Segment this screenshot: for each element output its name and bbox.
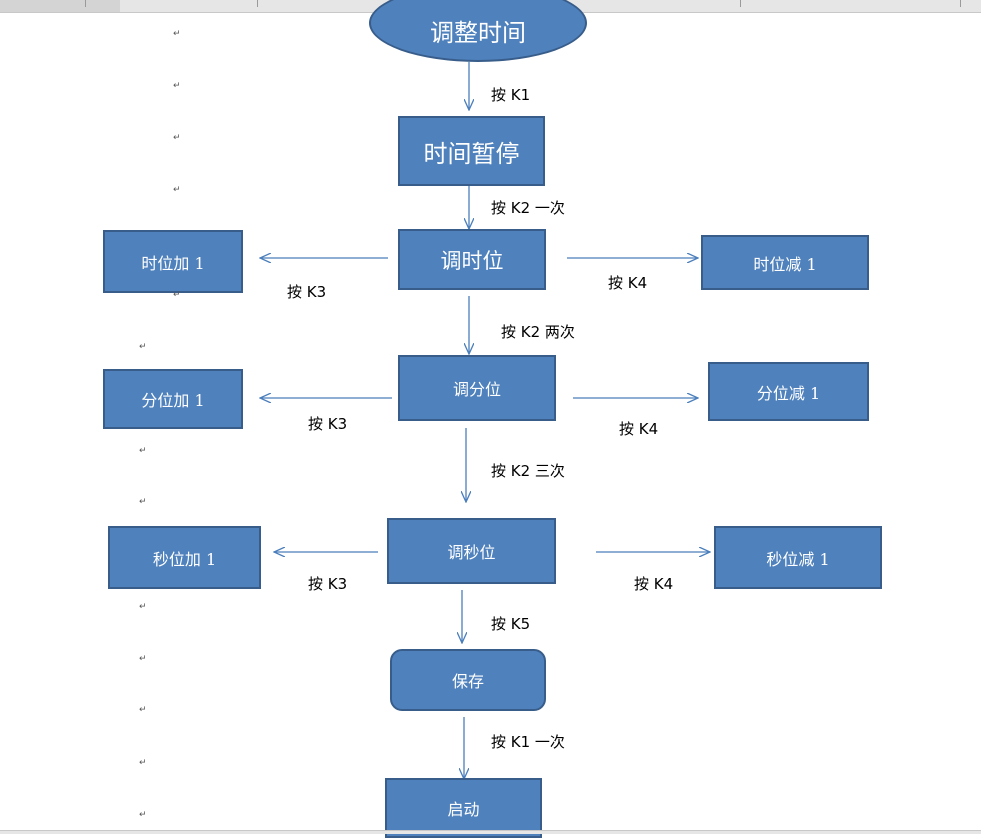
node-adjust-hour[interactable]: 调时位	[398, 229, 546, 290]
node-save[interactable]: 保存	[390, 649, 546, 711]
paragraph-mark	[139, 655, 147, 664]
edge-label-press-k2-three: 按 K2 三次	[491, 462, 565, 480]
node-minute-plus[interactable]: 分位加 1	[103, 369, 243, 429]
node-minute-minus-label: 分位减 1	[756, 383, 821, 403]
paragraph-mark	[139, 759, 147, 768]
edge-label-press-k2-twice: 按 K2 两次	[501, 323, 575, 341]
node-adjust-second[interactable]: 调秒位	[387, 518, 556, 584]
node-second-minus-label: 秒位减 1	[766, 549, 830, 569]
edge-label-press-k1-once: 按 K1 一次	[491, 733, 565, 751]
node-save-label: 保存	[451, 672, 484, 691]
edge-label-press-k2-once: 按 K2 一次	[491, 199, 565, 217]
node-adjust-minute-label: 调分位	[452, 380, 501, 399]
node-adjust-minute[interactable]: 调分位	[398, 355, 556, 421]
node-second-plus[interactable]: 秒位加 1	[108, 526, 261, 589]
paragraph-mark	[173, 30, 181, 39]
edge-label-hour-k3: 按 K3	[287, 283, 327, 301]
paragraph-mark	[139, 498, 147, 507]
edge-label-minute-k4: 按 K4	[619, 420, 659, 438]
node-start[interactable]: 启动	[385, 778, 542, 838]
node-hour-plus[interactable]: 时位加 1	[103, 230, 243, 293]
node-adjust-hour-label: 调时位	[440, 248, 504, 273]
paragraph-mark	[139, 603, 147, 612]
edge-label-hour-k4: 按 K4	[608, 274, 648, 292]
node-adjust-time[interactable]: 调整时间	[369, 0, 587, 62]
edge-label-second-k3: 按 K3	[308, 575, 348, 593]
node-second-minus[interactable]: 秒位减 1	[714, 526, 882, 589]
edge-label-minute-k3: 按 K3	[308, 415, 348, 433]
node-minute-minus[interactable]: 分位减 1	[708, 362, 869, 421]
node-second-plus-label: 秒位加 1	[152, 549, 217, 569]
node-adjust-time-label: 调整时间	[430, 18, 526, 47]
node-hour-minus[interactable]: 时位减 1	[701, 235, 869, 290]
paragraph-mark	[173, 82, 181, 91]
paragraph-mark	[139, 811, 147, 820]
node-time-pause[interactable]: 时间暂停	[398, 116, 545, 186]
paragraph-mark	[173, 291, 181, 300]
paragraph-mark	[173, 186, 181, 195]
edge-label-press-k5: 按 K5	[491, 615, 531, 633]
node-hour-plus-label: 时位加 1	[141, 253, 205, 273]
node-adjust-second-label: 调秒位	[447, 543, 496, 562]
paragraph-mark	[173, 134, 181, 143]
edge-label-press-k1: 按 K1	[491, 86, 531, 104]
node-time-pause-label: 时间暂停	[423, 139, 520, 168]
node-start-label: 启动	[447, 800, 480, 819]
edge-label-second-k4: 按 K4	[634, 575, 674, 593]
node-hour-minus-label: 时位减 1	[753, 254, 817, 274]
node-minute-plus-label: 分位加 1	[141, 391, 205, 410]
bottom-edge	[0, 830, 981, 834]
paragraph-mark	[139, 343, 147, 352]
paragraph-mark	[139, 706, 147, 715]
paragraph-mark	[139, 447, 147, 456]
